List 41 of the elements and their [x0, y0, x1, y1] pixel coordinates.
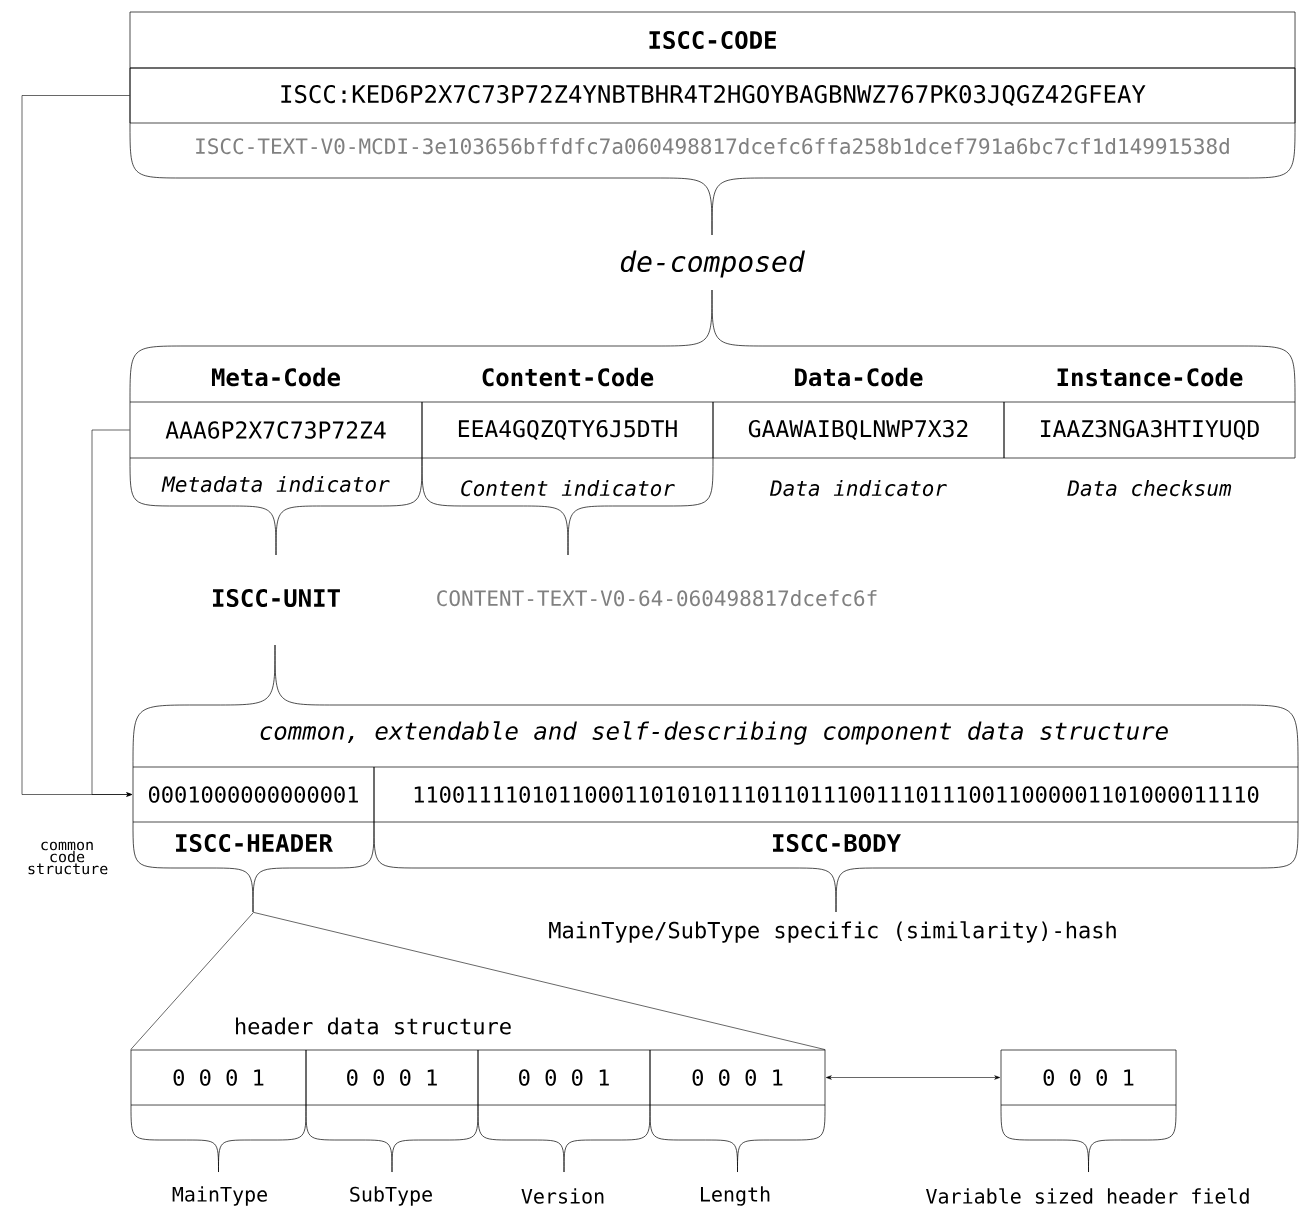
caption: MainType/SubType specific (similarity)-hash: [549, 921, 1116, 943]
section-label: ISCC-HEADER: [176, 833, 333, 853]
zoom-line: [253, 912, 826, 1050]
description: Data indicator: [769, 479, 947, 497]
column-heading: Instance-Code: [1057, 367, 1243, 387]
description: Data checksum: [1067, 479, 1232, 497]
code-cell: IAAZ3NGA3HTIYUQD: [1003, 401, 1296, 459]
code-cell: 0 0 0 1: [130, 1049, 307, 1106]
field-label: Version: [521, 1188, 604, 1204]
code-cell: 1100111101011000110101011101101110011101110011000001101000011110: [373, 766, 1299, 823]
field-label: Length: [701, 1186, 770, 1206]
caption: common, extendable and self-describing component data structure: [260, 721, 1168, 745]
field-label: Variable sized header field: [926, 1188, 1249, 1204]
box-heading: ISCC-CODE: [649, 30, 776, 50]
code-cell: 0 0 0 1: [1000, 1049, 1177, 1106]
description: Metadata indicator: [161, 475, 390, 493]
column-heading: Content-Code: [482, 367, 654, 387]
code-text: ISCC-TEXT-V0-MCDI-3e103656bffdfc7a060498817dcefc6ffa258b1dcef791a6bc7cf1d14991538d: [196, 137, 1229, 155]
caption: de-composed: [620, 250, 805, 278]
arrow: [21, 95, 133, 797]
section-label: ISCC-BODY: [773, 833, 901, 853]
column-heading: Data-Code: [795, 367, 923, 387]
code-cell: EEA4GQZQTY6J5DTH: [421, 401, 714, 459]
code-cell: AAA6P2X7C73P72Z4: [129, 401, 423, 459]
code-cell: 0 0 0 1: [649, 1049, 826, 1106]
arrow: [825, 1075, 1001, 1080]
description: Content indicator: [461, 479, 675, 497]
field-label: SubType: [350, 1186, 432, 1206]
code-cell: 0 0 0 1: [477, 1049, 651, 1106]
field-label: MainType: [172, 1186, 267, 1206]
caption: header data structure: [236, 1017, 511, 1035]
code-text: CONTENT-TEXT-V0-64-060498817dcefc6f: [437, 589, 877, 607]
unit-label: ISCC-UNIT: [213, 588, 340, 608]
code-cell: GAAWAIBQLNWP7X32: [712, 401, 1005, 459]
note: common code structure: [28, 841, 108, 875]
column-heading: Meta-Code: [212, 367, 340, 387]
code-cell: 0001000000000001: [132, 766, 375, 823]
arrow: [91, 429, 133, 797]
code-cell: 0 0 0 1: [305, 1049, 479, 1106]
zoom-line: [130, 912, 254, 1050]
code-cell: ISCC:KED6P2X7C73P72Z4YNBTBHR4T2HGOYBAGBNWZ767PK03JQGZ42GFEAY: [129, 67, 1296, 124]
